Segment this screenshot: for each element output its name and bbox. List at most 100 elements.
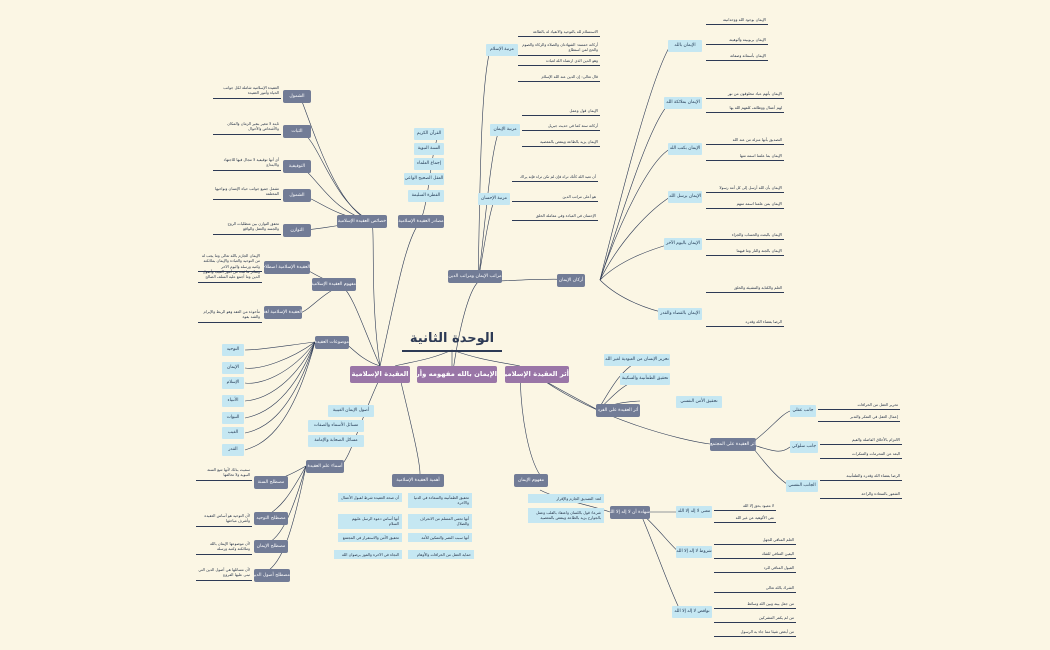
ahamiya-item-8: حماية العقل من الخرافات والأوهام: [408, 550, 474, 560]
mafhoom-iman-1: لغة: التصديق الجازم والإقرار: [528, 494, 604, 504]
asma-desc-3: لأن موضوعها الإيمان بالله وملائكته وكتبه…: [196, 540, 252, 555]
shahada-part-2[interactable]: شروط لا إله إلا الله: [676, 546, 712, 558]
khasais-item-1[interactable]: الشمول: [283, 90, 311, 103]
mawdooat-item-5[interactable]: النبوات: [222, 412, 244, 424]
shahada-2-desc-1: العلم المنافي للجهل: [714, 536, 796, 546]
mawdooat-item-3[interactable]: الإسلام: [222, 377, 244, 389]
khasais-item-2[interactable]: الثبات: [283, 125, 311, 138]
masadir-item-4[interactable]: العقل الصحيح الواعي: [404, 173, 444, 185]
ahamiya-item-4: أنها تحمي المسلم من الانحراف والضلال: [408, 514, 472, 529]
mawdooat-right-3[interactable]: مسائل الصحابة والإمامة: [308, 435, 364, 447]
maratib-ihsan-label[interactable]: مرتبة الإحسان: [478, 193, 510, 205]
arkan-item-4[interactable]: الإيمان برسل الله: [668, 191, 702, 203]
arkan-4-desc-1: الإيمان بأن الله أرسل إلى كل أمة رسولا: [706, 184, 784, 194]
islam-desc-2: أركانه خمسة: الشهادتان والصلاة والزكاة و…: [518, 41, 600, 56]
arkan-item-3[interactable]: الإيمان بكتب الله: [668, 143, 702, 155]
ahamiya-node[interactable]: أهمية العقيدة الإسلامية: [392, 474, 444, 487]
asma-item-1[interactable]: مصطلح السنة: [254, 476, 288, 489]
arkan-4-desc-2: الإيمان بمن علمنا اسمه منهم: [706, 200, 784, 210]
masadir-node[interactable]: مصادر العقيدة الإسلامية: [398, 215, 444, 228]
arkan-item-1[interactable]: الإيمان بالله: [668, 40, 702, 52]
shahada-part-1[interactable]: معنى لا إله إلا الله: [676, 506, 712, 518]
khasais-desc-1: العقيدة الإسلامية شاملة لكل جوانب الحياة…: [213, 84, 281, 99]
mawdooat-right-2[interactable]: مسائل الأسماء والصفات: [308, 420, 364, 432]
arkan-item-5[interactable]: الإيمان باليوم الآخر: [664, 238, 702, 250]
masadir-item-2[interactable]: السنة النبوية: [414, 143, 444, 155]
athar-mujtama-item-3[interactable]: الجانب النفسي: [786, 480, 818, 492]
arkan-1-desc-2: الإيمان بربوبيته وألوهيته: [706, 36, 768, 46]
asma-node[interactable]: أسماء علم العقيدة: [306, 460, 344, 473]
arkan-node[interactable]: أركان الإيمان: [557, 274, 585, 287]
shahada-part-3[interactable]: نواقض لا إله إلا الله: [672, 606, 712, 618]
mafhoom-istilah-desc-1: الإيمان الجازم بالله تعالى وما يجب له من…: [198, 252, 262, 272]
khasais-item-3[interactable]: التوقيفية: [283, 160, 311, 173]
mawdooat-item-2[interactable]: الإيمان: [222, 362, 244, 374]
khasais-item-5[interactable]: التوازن: [283, 224, 311, 237]
athar-fard-item-2[interactable]: تحقيق الطمأنينة والسكينة: [620, 373, 670, 385]
khasais-node[interactable]: خصائص العقيدة الإسلامية: [337, 215, 387, 228]
athar-fard-node[interactable]: أثر العقيدة على الفرد: [596, 404, 640, 417]
maratib-islam-label[interactable]: مرتبة الإسلام: [486, 44, 518, 56]
shahada-1-desc-1: لا معبود بحق إلا الله: [714, 502, 776, 512]
shahada-1-desc-2: نفي الألوهية عن غير الله: [714, 514, 776, 524]
arkan-6-desc-1: العلم والكتابة والمشيئة والخلق: [706, 284, 784, 294]
mafhoom-lugha-label[interactable]: العقيدة الإسلامية لغة: [264, 306, 302, 319]
athar-mujtama-node[interactable]: أثر العقيدة على المجتمع: [710, 438, 756, 451]
athar-mujtama-3-desc-2: الشعور بالسعادة والراحة: [820, 490, 902, 500]
athar-fard-item-1[interactable]: تحرير الإنسان من العبودية لغير الله: [604, 354, 670, 366]
shahada-node[interactable]: شهادة أن لا إله إلا الله: [610, 506, 650, 519]
mafhoom-lugha-desc: مأخوذة من العقد وهو الربط والإبرام والشد…: [198, 308, 262, 323]
athar-mujtama-item-2[interactable]: جانب سلوكي: [790, 441, 818, 453]
mafhoom-istilah-label[interactable]: العقيدة الإسلامية اصطلاحا: [264, 261, 310, 274]
main-topic-aqeeda[interactable]: العقيدة الإسلامية: [350, 366, 410, 383]
ahamiya-item-3: أنها أساس دعوة الرسل عليهم السلام: [338, 514, 402, 529]
maratib-node[interactable]: مراتب الإيمان ومراتب الدين: [448, 270, 502, 283]
athar-mujtama-1-desc-2: إعمال العقل في التفكر والتدبر: [818, 413, 900, 423]
khasais-item-4[interactable]: الشمول: [283, 189, 311, 202]
page-title: الوحدة الثانية: [402, 328, 502, 352]
asma-desc-4: لأن مسائلها هي أصول الدين التي تبنى عليه…: [196, 566, 252, 581]
mafhoom-aqeeda-node[interactable]: مفهوم العقيدة الإسلامية: [312, 278, 356, 291]
arkan-1-desc-1: الإيمان بوجود الله ووحدانيته: [706, 16, 768, 26]
mawdooat-node[interactable]: موضوعات العقيدة: [315, 336, 349, 349]
mawdooat-item-6[interactable]: الغيب: [222, 427, 244, 439]
arkan-3-desc-2: الإيمان بما علمنا اسمه منها: [706, 152, 784, 162]
arkan-item-6[interactable]: الإيمان بالقضاء والقدر: [658, 308, 702, 320]
mafhoom-iman-2: شرعا: قول باللسان واعتقاد بالقلب وعمل با…: [528, 508, 604, 523]
mawdooat-item-7[interactable]: القدر: [222, 444, 244, 456]
athar-mujtama-item-1[interactable]: جانب عقلي: [790, 405, 816, 417]
asma-item-3[interactable]: مصطلح الإيمان: [254, 540, 288, 553]
asma-item-2[interactable]: مصطلح التوحيد: [254, 512, 288, 525]
masadir-item-1[interactable]: القرآن الكريم: [414, 128, 444, 140]
arkan-6-desc-2: الرضا بقضاء الله وقدره: [706, 318, 784, 328]
ahamiya-item-7: النجاة في الآخرة والفوز برضوان الله: [334, 550, 402, 560]
asma-item-4[interactable]: مصطلح أصول الدين: [254, 569, 290, 582]
mawdooat-item-4[interactable]: الأنبياء: [222, 395, 244, 407]
mafhoom-iman-node[interactable]: مفهوم الإيمان: [514, 474, 548, 487]
ahamiya-item-6: أنها سبب النصر والتمكين للأمة: [408, 533, 472, 543]
arkan-5-desc-1: الإيمان بالبعث والحساب والجزاء: [706, 231, 784, 241]
maratib-iman-label[interactable]: مرتبة الإيمان: [490, 124, 520, 136]
masadir-item-3[interactable]: إجماع العلماء: [414, 158, 444, 170]
athar-mujtama-3-desc-1: الرضا بقضاء الله وقدره والطمأنينة: [820, 472, 902, 482]
main-topic-iman[interactable]: الإيمان بالله مفهومه وأركانه: [417, 366, 497, 383]
shahada-2-desc-3: القبول المنافي للرد: [714, 564, 796, 574]
mawdooat-right-1[interactable]: أصول الإيمان الغيبية: [328, 405, 374, 417]
arkan-5-desc-2: الإيمان بالجنة والنار وما فيهما: [706, 247, 784, 257]
islam-desc-4: قال تعالى: إن الدين عند الله الإسلام: [518, 73, 600, 83]
iman-desc-1: الإيمان قول وعمل: [522, 107, 600, 117]
ahamiya-item-1: أن صحة العقيدة شرط لقبول الأعمال: [338, 493, 402, 503]
mawdooat-item-1[interactable]: التوحيد: [222, 344, 244, 356]
athar-mujtama-2-desc-2: البعد عن المحرمات والمنكرات: [820, 450, 902, 460]
khasais-desc-3: أي أنها توقيفية لا مجال فيها للاجتهاد وا…: [213, 156, 281, 171]
main-topic-athar[interactable]: أثر العقيدة الإسلامية: [505, 366, 569, 383]
arkan-item-2[interactable]: الإيمان بملائكة الله: [664, 97, 702, 109]
athar-fard-item-3[interactable]: تحقيق الأمن النفسي: [676, 396, 722, 408]
ihsan-desc-2: هو أعلى مراتب الدين: [512, 193, 598, 203]
ihsan-desc-3: الإحسان في العبادة وفي معاملة الخلق: [512, 212, 598, 222]
masadir-item-5[interactable]: الفطرة السليمة: [408, 190, 444, 202]
shahada-3-desc-4: من أبغض شيئا مما جاء به الرسول: [714, 628, 796, 638]
arkan-3-desc-1: التصديق بأنها منزلة من عند الله: [706, 136, 784, 146]
shahada-2-desc-2: اليقين المنافي للشك: [714, 550, 796, 560]
